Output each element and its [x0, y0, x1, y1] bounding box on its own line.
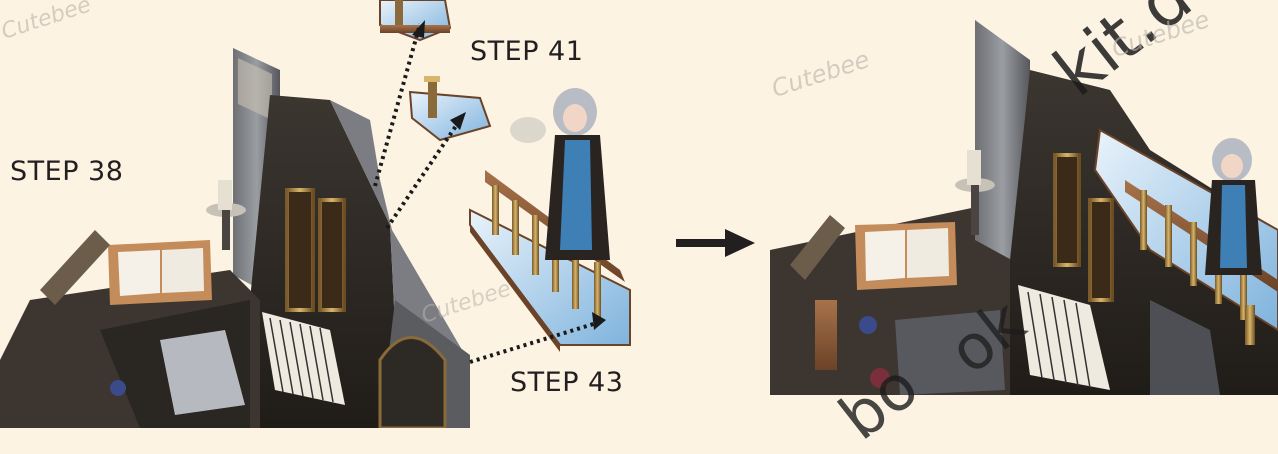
figure-character [510, 88, 610, 260]
instruction-panel: kit.de bo ok Cutebee Cutebee Cutebee Cut… [0, 0, 1278, 428]
step-43-label: STEP 43 [510, 367, 623, 398]
step-41-label: STEP 41 [470, 36, 583, 67]
staircase-piece [470, 170, 630, 352]
step41-piece-mid [410, 76, 490, 140]
step-38-label: STEP 38 [10, 156, 123, 187]
right-arrow-icon [676, 229, 755, 257]
